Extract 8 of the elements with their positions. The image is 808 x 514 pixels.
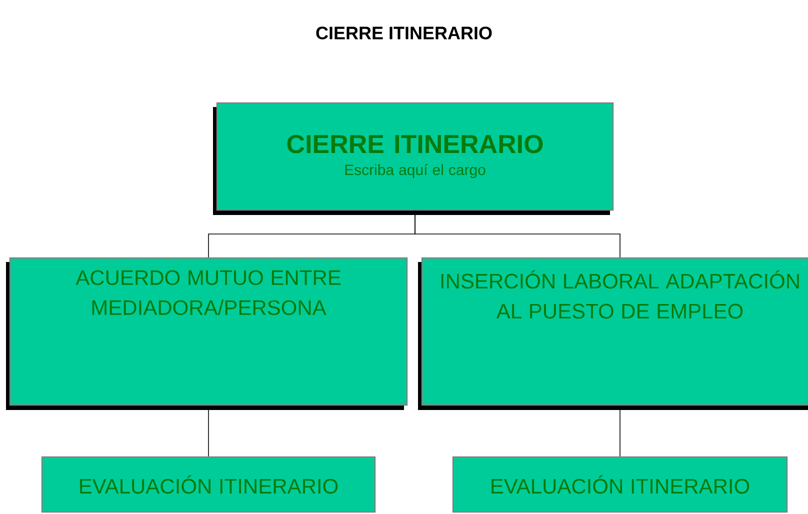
org-box: EVALUACIÓN ITINERARIO [41,456,376,513]
org-box: ACUERDO MUTUO ENTRE MEDIADORA/PERSONA [6,257,408,410]
connector-line [414,210,620,258]
org-box: EVALUACIÓN ITINERARIO [452,456,788,513]
org-box: CIERRE ITINERARIO Escriba aquí el cargo [213,102,614,215]
org-box: INSERCIÓN LABORAL ADAPTACIÓN AL PUESTO DE EMPLEO [418,257,808,410]
connector-line [208,405,209,457]
title: CIERRE ITINERARIO [316,26,492,40]
